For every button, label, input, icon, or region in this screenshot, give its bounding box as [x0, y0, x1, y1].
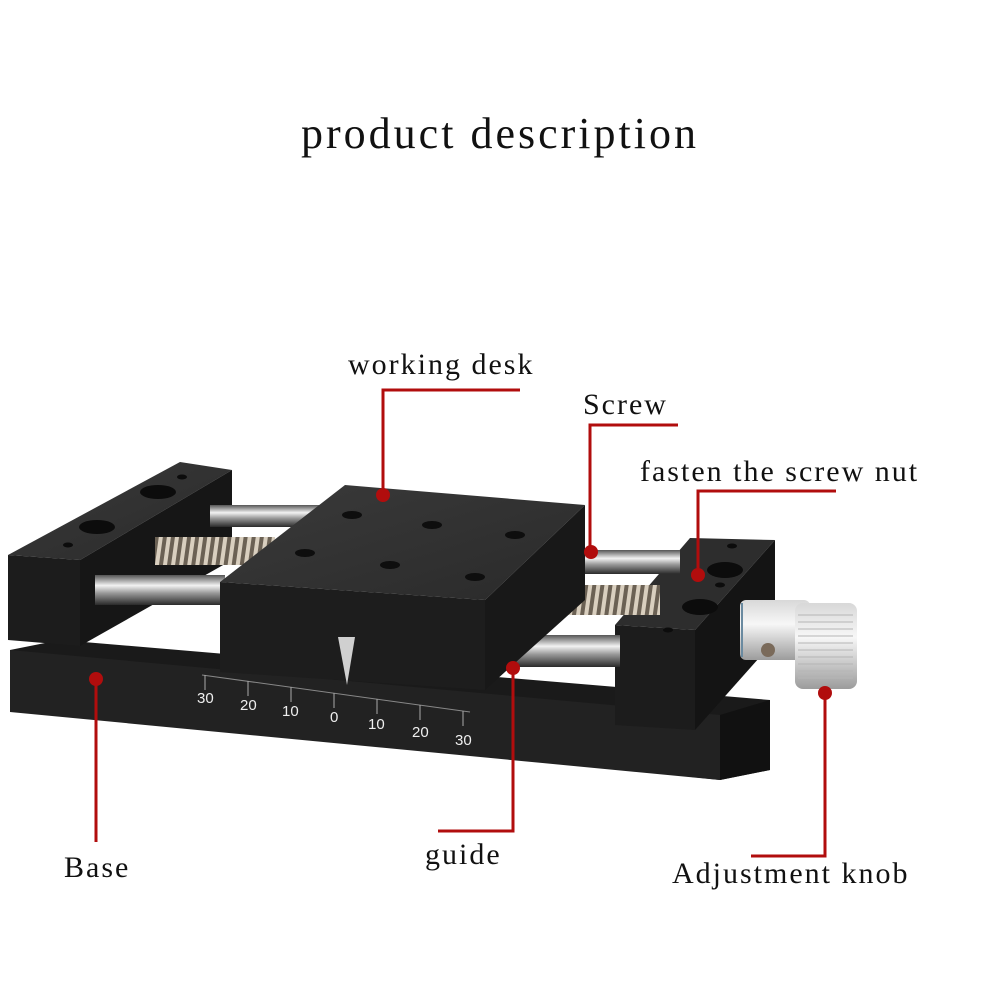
leader-adjustment-knob: [751, 686, 832, 858]
scale-tick-1: 20: [240, 697, 257, 714]
scale-tick-2: 10: [282, 703, 299, 720]
leader-base: [89, 672, 103, 842]
base-plate: [10, 640, 770, 780]
label-adjustment-knob: Adjustment knob: [672, 857, 910, 890]
scale-tick-5: 20: [412, 724, 429, 741]
scale-tick-6: 30: [455, 732, 472, 749]
leader-working-desk: [376, 388, 520, 502]
scale-tick-4: 10: [368, 716, 385, 733]
pointer-indicator: [338, 637, 355, 685]
scale-tick-3: 0: [330, 709, 338, 726]
label-base: Base: [64, 851, 131, 884]
scale-ruler: 30 20 10 0 10 20 30: [197, 674, 472, 749]
page-title: product description: [301, 109, 699, 158]
leader-screw: [584, 423, 678, 559]
label-fasten-screw-nut: fasten the screw nut: [640, 455, 920, 488]
leader-fasten-nut: [691, 489, 836, 582]
leader-guide: [438, 661, 520, 833]
working-desk-carriage: [220, 485, 585, 690]
label-screw: Screw: [583, 388, 668, 421]
scale-tick-0: 30: [197, 690, 214, 707]
label-working-desk: working desk: [348, 348, 535, 381]
label-guide: guide: [425, 838, 502, 871]
adjustment-knob: [740, 600, 857, 689]
